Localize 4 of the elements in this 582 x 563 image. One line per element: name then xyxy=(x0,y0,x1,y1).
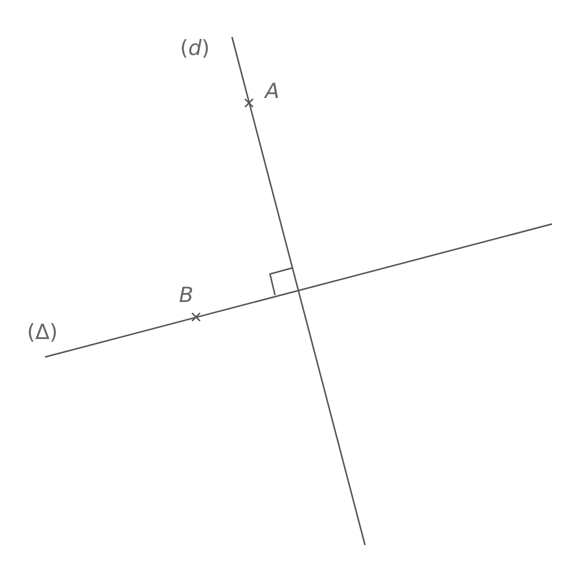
point-label: B xyxy=(179,285,194,306)
line-name: (Δ) xyxy=(27,322,58,343)
line-name: (d) xyxy=(180,38,210,59)
point-label: A xyxy=(265,81,280,102)
